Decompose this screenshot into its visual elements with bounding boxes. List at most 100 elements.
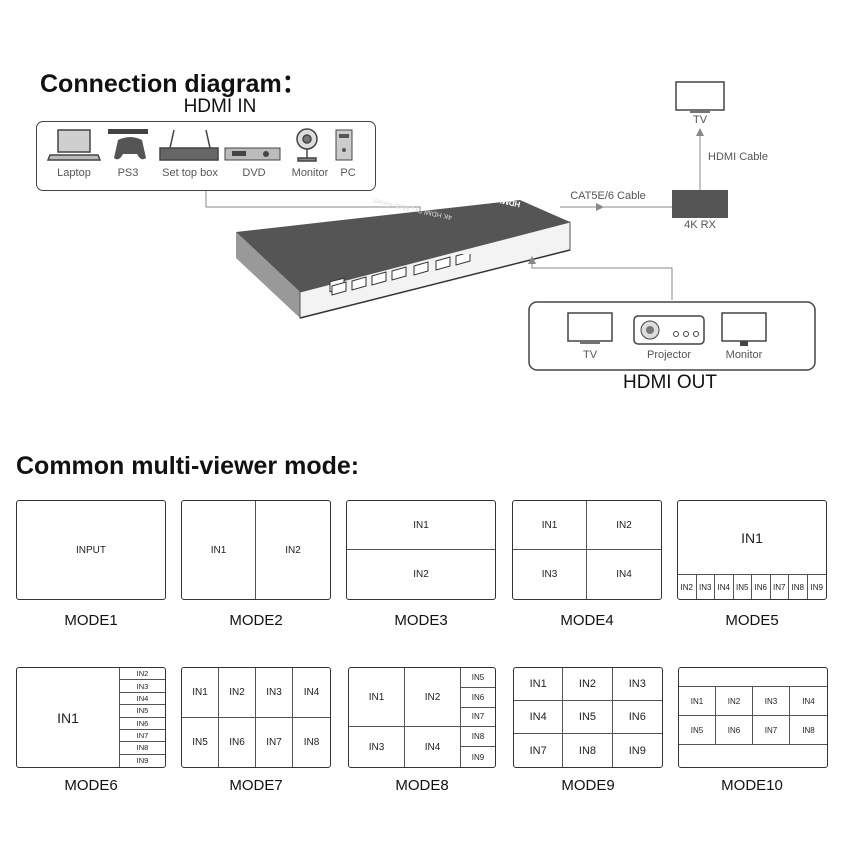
mode2-cell: IN2 — [285, 544, 301, 556]
connection-diagram-title: Connection diagram： — [40, 70, 307, 98]
mode4-cell: IN1 — [513, 501, 587, 550]
hdmi-in-title: HDMI IN — [183, 96, 257, 117]
mode7-screen: IN1 IN2 IN3 IN4 IN5 IN6 IN7 IN8 — [181, 667, 331, 768]
mode5-cell: IN2 — [678, 575, 697, 599]
mode10-cell: IN4 — [790, 687, 827, 716]
mode7-label: MODE7 — [229, 777, 283, 794]
mode10-cell: IN8 — [790, 716, 827, 745]
receiver-box — [672, 190, 728, 218]
source-label-ps3: PS3 — [117, 167, 139, 179]
mode8-cell: IN4 — [405, 727, 461, 767]
source-label-laptop: Laptop — [57, 167, 91, 179]
mode8-cell: IN7 — [461, 708, 495, 728]
mode8-cell: IN3 — [349, 727, 405, 767]
mode9-cell: IN3 — [612, 668, 662, 701]
mode5-cell: IN6 — [752, 575, 771, 599]
output-label-monitor: Monitor — [725, 349, 763, 361]
mode10-cell: IN7 — [753, 716, 790, 745]
mode10-cell: IN5 — [679, 716, 716, 745]
mode6-screen: IN1 IN2 IN3 IN4 IN5 IN6 IN7 IN8 IN9 — [16, 667, 166, 768]
mode10-cell: IN3 — [753, 687, 790, 716]
source-label-dvd: DVD — [242, 167, 266, 179]
monitor-icon — [296, 128, 318, 162]
mode8-cell: IN2 — [405, 668, 461, 728]
ps3-icon — [108, 129, 148, 160]
dvd-icon — [224, 147, 281, 161]
receiver-label: 4K RX — [684, 219, 716, 231]
mode5-cell: IN7 — [771, 575, 789, 599]
mode5-cell: IN8 — [789, 575, 808, 599]
mode6-cell: IN5 — [120, 705, 165, 718]
connection-diagram-svg — [46, 81, 816, 371]
mode9-cell: IN2 — [563, 668, 613, 701]
mode6-cell: IN1 — [17, 668, 120, 767]
mode2-cell: IN1 — [182, 501, 256, 599]
mode5-label: MODE5 — [725, 612, 779, 629]
mode9-cell: IN8 — [563, 734, 613, 767]
mode4-cell: IN4 — [616, 569, 632, 580]
mode6-cell: IN9 — [136, 756, 149, 766]
mode9-cell: IN7 — [514, 734, 564, 767]
front-buttons — [330, 251, 550, 296]
mode4-screen: IN1 IN2 IN3 IN4 — [512, 500, 662, 600]
mode3-cell: IN1 — [347, 501, 495, 550]
mode3-cell: IN2 — [413, 569, 429, 580]
mode10-cell: IN2 — [716, 687, 753, 716]
modes-title: Common multi-viewer mode: — [16, 452, 360, 480]
mode7-cell: IN6 — [219, 717, 256, 767]
source-label-set-top-box: Set top box — [162, 167, 218, 179]
mode4-cell: IN3 — [513, 550, 587, 599]
mode4-label: MODE4 — [560, 612, 614, 629]
mode6-cell: IN3 — [120, 680, 165, 693]
laptop-icon — [46, 129, 102, 161]
mode6-cell: IN4 — [120, 693, 165, 706]
remote-tv-icon — [675, 81, 725, 113]
remote-tv-label: TV — [692, 114, 708, 126]
mode8-cell: IN8 — [461, 727, 495, 748]
mode7-cell: IN2 — [219, 668, 256, 718]
mode7-cell: IN8 — [303, 736, 320, 748]
projector-icon — [633, 315, 705, 345]
set-top-box-icon — [159, 129, 219, 161]
mode6-cell: IN6 — [120, 718, 165, 730]
mode5-cell: IN4 — [715, 575, 734, 599]
mode5-cell: IN9 — [810, 582, 823, 592]
mode7-cell: IN7 — [256, 717, 293, 767]
multi-viewer-device — [236, 200, 571, 319]
mode5-screen: IN1 IN2 IN3 IN4 IN5 IN6 IN7 IN8 IN9 — [677, 500, 827, 600]
mode9-cell: IN1 — [514, 668, 564, 701]
mode3-label: MODE3 — [394, 612, 448, 629]
mode8-cell: IN5 — [461, 668, 495, 688]
mode9-cell: IN5 — [563, 701, 613, 734]
mode9-label: MODE9 — [561, 777, 615, 794]
mode1-label: MODE1 — [64, 612, 118, 629]
mode9-cell: IN6 — [612, 701, 662, 734]
mode1-cell: INPUT — [76, 544, 106, 556]
output-tv-icon — [567, 312, 613, 344]
mode8-cell: IN6 — [461, 688, 495, 708]
mode5-cell: IN1 — [678, 501, 826, 575]
mode9-cell: IN9 — [628, 744, 646, 757]
mode9-cell: IN4 — [514, 701, 564, 734]
mode7-cell: IN1 — [182, 668, 219, 718]
mode5-cell: IN3 — [697, 575, 715, 599]
pc-icon — [335, 129, 353, 161]
mode6-cell: IN2 — [120, 668, 165, 681]
source-label-monitor: Monitor — [291, 167, 329, 179]
mode7-cell: IN5 — [182, 717, 219, 767]
mode9-screen: IN1 IN2 IN3 IN4 IN5 IN6 IN7 IN8 IN9 — [513, 667, 663, 768]
mode8-cell: IN1 — [349, 668, 405, 728]
mode2-label: MODE2 — [229, 612, 283, 629]
mode10-screen: IN1 IN2 IN3 IN4 IN5 IN6 IN7 IN8 — [678, 667, 828, 768]
mode8-cell: IN9 — [471, 752, 485, 762]
hdmi-cable-label: HDMI Cable — [708, 151, 768, 163]
mode3-screen: IN1 IN2 — [346, 500, 496, 600]
mode6-cell: IN8 — [120, 742, 165, 755]
mode1-screen: INPUT — [16, 500, 166, 600]
mode10-label: MODE10 — [721, 777, 783, 794]
mode10-cell: IN1 — [679, 687, 716, 716]
output-label-projector: Projector — [646, 349, 692, 361]
mode6-label: MODE6 — [64, 777, 118, 794]
mode2-screen: IN1 IN2 — [181, 500, 331, 600]
mode8-screen: IN1 IN2 IN5 IN6 IN7 IN3 IN4 IN8 IN9 — [348, 667, 496, 768]
